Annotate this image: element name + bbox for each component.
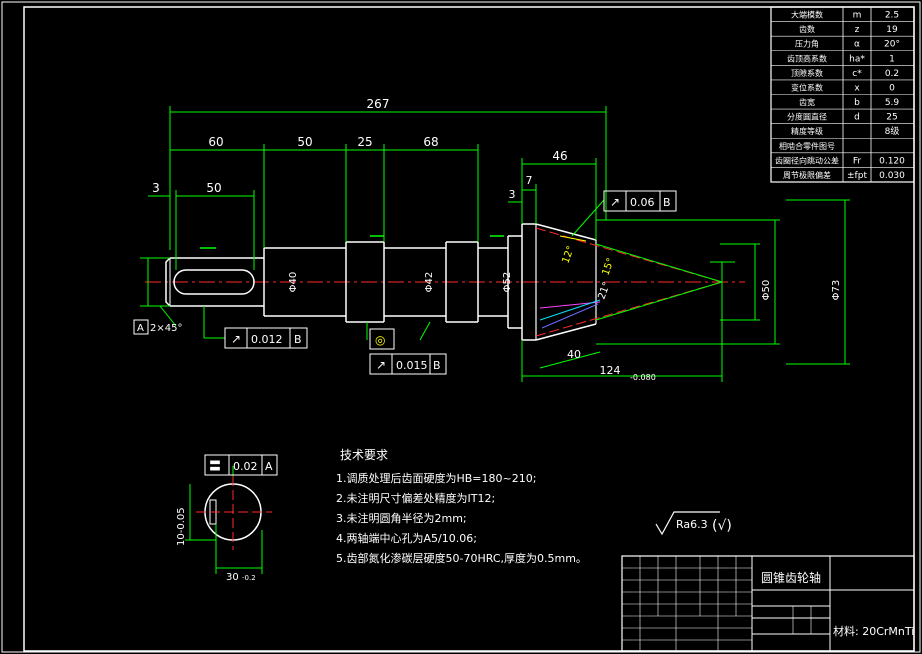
gear-param-name: 顶隙系数 bbox=[791, 68, 823, 78]
cylindricity-symbol: ◎ bbox=[375, 333, 385, 347]
keyway-depth: 10-0.05 bbox=[176, 507, 187, 546]
dim-68: 68 bbox=[423, 135, 438, 149]
dim-overall: 267 bbox=[367, 97, 390, 111]
gear-param-value: 1 bbox=[889, 54, 895, 64]
tech-req-item-2: 2.未注明尺寸偏差处精度为IT12; bbox=[336, 491, 495, 505]
datum-a-label: A bbox=[137, 323, 144, 334]
keyway-cross-section: 〓 0.02 A 10-0.05 30 -0.2 bbox=[176, 454, 278, 583]
tolerance-frame-3: ◎ ↗ 0.015 B bbox=[369, 328, 447, 375]
dim-25: 25 bbox=[357, 135, 372, 149]
gear-param-value: 19 bbox=[886, 25, 898, 35]
dim-7: 7 bbox=[526, 174, 533, 187]
drawing-title: 圆锥齿轮轴 bbox=[761, 570, 821, 585]
datum-ref-b-2: B bbox=[294, 333, 302, 346]
angle-21: 21° bbox=[596, 281, 612, 301]
gear-param-value: 25 bbox=[886, 113, 897, 123]
gear-param-value: 0.030 bbox=[879, 171, 905, 181]
runout-symbol-3: ↗ bbox=[376, 358, 386, 372]
dim-phi40: Φ40 bbox=[288, 272, 299, 293]
gear-param-name: 精度等级 bbox=[791, 126, 823, 136]
angle-15: 15° bbox=[600, 257, 616, 277]
dim-40: 40 bbox=[567, 348, 581, 361]
chamfer-label: 2×45° bbox=[150, 323, 182, 334]
tech-req-item-1: 1.调质处理后齿面硬度为HB=180~210; bbox=[336, 471, 536, 485]
cone-geometry bbox=[535, 227, 735, 337]
dim-3b: 3 bbox=[509, 188, 516, 201]
gear-param-name: 周节极限偏差 bbox=[783, 170, 831, 180]
gear-parameter-rows: 大端模数 m 2.5 齿数 z 19 压力角 α 20° 齿顶高系数 ha* 1 顶隙系数 c* 0.2 变位… bbox=[771, 10, 914, 181]
runout-value-1: 0.06 bbox=[630, 196, 655, 209]
gear-param-name: 齿数 bbox=[799, 24, 815, 34]
shaft-outline bbox=[165, 223, 597, 341]
gear-param-value: 5.9 bbox=[885, 98, 900, 108]
dim-phi52: Φ52 bbox=[502, 272, 513, 293]
keyway-width: 30 bbox=[226, 572, 239, 583]
gear-param-name: 齿顶高系数 bbox=[787, 53, 827, 63]
inner-frame bbox=[23, 6, 915, 652]
material-label: 材料: 20CrMnTi bbox=[833, 624, 914, 638]
runout-value-3: 0.015 bbox=[396, 359, 428, 372]
roughness-value: Ra6.3 bbox=[676, 518, 708, 531]
dim-46: 46 bbox=[552, 149, 567, 163]
gear-param-symbol: ha* bbox=[849, 54, 865, 64]
dimension-text: 267 60 50 25 68 50 3 46 7 3 40 124 -0.08… bbox=[133, 97, 842, 382]
dimension-lines bbox=[140, 106, 850, 382]
gear-param-symbol: x bbox=[854, 83, 860, 93]
gear-param-name: 大端模数 bbox=[791, 10, 823, 20]
gear-param-name: 压力角 bbox=[795, 39, 819, 49]
surface-roughness: Ra6.3 (√) bbox=[655, 511, 732, 536]
tech-req-heading: 技术要求 bbox=[340, 448, 388, 462]
gear-param-value: 0 bbox=[889, 83, 895, 93]
tech-req-item-3: 3.未注明圆角半径为2mm; bbox=[336, 511, 467, 525]
symmetry-datum: A bbox=[265, 460, 273, 473]
title-block: 圆锥齿轮轴 材料: 20CrMnTi bbox=[621, 555, 915, 652]
gear-param-value: 8级 bbox=[885, 125, 900, 137]
gear-param-symbol: c* bbox=[852, 69, 862, 79]
dim-50b: 50 bbox=[297, 135, 312, 149]
tech-req-item-4: 4.两轴端中心孔为A5/10.06; bbox=[336, 531, 477, 545]
gear-param-value: 20° bbox=[884, 40, 900, 50]
gear-param-name: 分度圆直径 bbox=[787, 112, 827, 122]
gear-param-name: 相啮合零件图号 bbox=[779, 141, 835, 151]
gear-param-symbol: Fr bbox=[853, 156, 862, 166]
keyway-width-tol: -0.2 bbox=[242, 574, 256, 582]
gear-param-symbol: ±fpt bbox=[847, 171, 867, 181]
dim-124-tol: -0.080 bbox=[630, 373, 656, 382]
dim-3: 3 bbox=[152, 181, 160, 195]
tolerance-frame-2: ↗ 0.012 B bbox=[224, 327, 308, 349]
technical-requirements: 技术要求 1.调质处理后齿面硬度为HB=180~210; 2.未注明尺寸偏差处精… bbox=[336, 448, 587, 565]
keyway-slot bbox=[173, 269, 255, 295]
gear-param-value: 0.2 bbox=[885, 69, 899, 79]
gear-param-symbol: b bbox=[854, 98, 860, 108]
runout-value-2: 0.012 bbox=[251, 333, 283, 346]
dim-phi42: Φ42 bbox=[424, 272, 435, 293]
gear-param-symbol: z bbox=[855, 25, 860, 35]
gear-param-symbol: α bbox=[854, 40, 860, 50]
gear-param-value: 0.120 bbox=[879, 156, 905, 166]
dim-50: 50 bbox=[206, 181, 221, 195]
roughness-suffix: (√) bbox=[712, 518, 732, 534]
runout-symbol: ↗ bbox=[610, 195, 620, 209]
angle-12: 12° bbox=[560, 245, 576, 265]
gear-param-name: 齿宽 bbox=[799, 97, 815, 107]
dim-phi50: Φ50 bbox=[761, 280, 772, 301]
tech-req-item-5: 5.齿部氮化渗碳层硬度50-70HRC,厚度为0.5mm。 bbox=[336, 551, 587, 565]
datum-ref-b-3: B bbox=[433, 359, 441, 372]
runout-symbol-2: ↗ bbox=[231, 332, 241, 346]
gear-param-value: 2.5 bbox=[885, 11, 899, 21]
gear-param-name: 变位系数 bbox=[791, 82, 823, 92]
gear-param-name: 齿圈径向跳动公差 bbox=[775, 155, 839, 165]
gear-param-symbol: d bbox=[854, 113, 860, 123]
dim-60: 60 bbox=[208, 135, 223, 149]
symmetry-value: 0.02 bbox=[233, 460, 258, 473]
gear-param-symbol: m bbox=[853, 11, 862, 21]
datum-ref-b-1: B bbox=[663, 196, 671, 209]
dim-124: 124 bbox=[600, 364, 621, 377]
datum-a-box bbox=[133, 319, 149, 335]
dim-phi73: Φ73 bbox=[831, 280, 842, 301]
symmetry-symbol: 〓 bbox=[209, 459, 221, 473]
tolerance-frame-1: ↗ 0.06 B bbox=[603, 190, 677, 212]
